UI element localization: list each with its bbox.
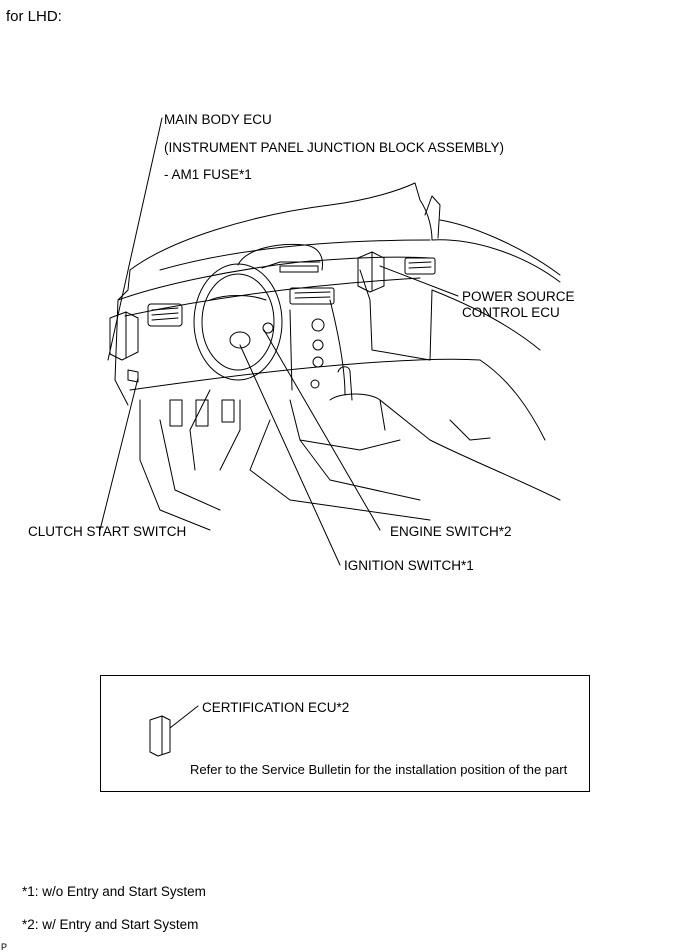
ignition-switch-label: IGNITION SWITCH*1 bbox=[344, 558, 474, 573]
corner-mark: P bbox=[1, 942, 8, 952]
main-body-ecu-label: MAIN BODY ECU bbox=[164, 112, 272, 127]
engine-switch-label: ENGINE SWITCH*2 bbox=[390, 524, 512, 539]
am1-fuse-label: - AM1 FUSE*1 bbox=[164, 167, 252, 182]
certification-ecu-label: CERTIFICATION ECU*2 bbox=[202, 700, 350, 715]
power-source-control-ecu-label-line1: POWER SOURCE bbox=[462, 289, 575, 304]
footnote-1: *1: w/o Entry and Start System bbox=[22, 884, 206, 899]
footnote-2: *2: w/ Entry and Start System bbox=[22, 917, 199, 932]
junction-block-label: (INSTRUMENT PANEL JUNCTION BLOCK ASSEMBL… bbox=[164, 140, 505, 155]
certification-ecu-inset bbox=[100, 675, 590, 792]
page-title: for LHD: bbox=[6, 8, 62, 25]
service-bulletin-note: Refer to the Service Bulletin for the in… bbox=[190, 762, 568, 777]
power-source-control-ecu-label-line2: CONTROL ECU bbox=[462, 305, 560, 320]
clutch-start-switch-label: CLUTCH START SWITCH bbox=[28, 524, 187, 539]
